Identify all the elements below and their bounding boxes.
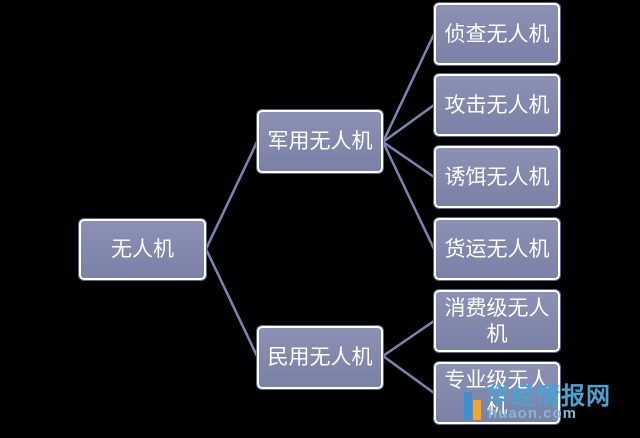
node-attack-drone: 攻击无人机 — [434, 74, 560, 136]
connector-root-civil — [204, 248, 259, 357]
node-root: 无人机 — [79, 219, 206, 280]
watermark: 华经情报网 huaon.com — [462, 372, 640, 438]
node-cargo-drone: 货运无人机 — [434, 218, 560, 280]
node-root-label: 无人机 — [111, 237, 174, 262]
connector-military-decoy — [382, 140, 435, 179]
node-recon-drone: 侦查无人机 — [434, 3, 560, 65]
node-recon-drone-label: 侦查无人机 — [444, 21, 550, 46]
connector-civil-consumer — [382, 319, 435, 358]
node-cargo-drone-label: 货运无人机 — [444, 236, 550, 261]
watermark-logo-icon — [464, 392, 481, 420]
node-civil: 民用无人机 — [257, 326, 383, 389]
node-decoy-drone: 诱饵无人机 — [434, 146, 560, 208]
node-military: 军用无人机 — [257, 110, 383, 173]
watermark-brand: 华经情报网 — [486, 383, 611, 410]
node-attack-drone-label: 攻击无人机 — [444, 92, 550, 117]
watermark-url: huaon.com — [488, 405, 578, 422]
connector-military-attack — [382, 103, 435, 144]
node-professional-drone-label: 专业级无人机 — [444, 367, 550, 418]
node-consumer-drone-label: 消费级无人机 — [444, 295, 550, 346]
node-military-label: 军用无人机 — [267, 129, 373, 154]
connector-root-military — [204, 141, 259, 250]
node-decoy-drone-label: 诱饵无人机 — [444, 164, 550, 189]
node-consumer-drone: 消费级无人机 — [434, 290, 560, 352]
connector-military-cargo — [381, 141, 436, 250]
connector-civil-professional — [382, 354, 435, 395]
node-professional-drone: 专业级无人机 — [434, 362, 560, 424]
node-civil-label: 民用无人机 — [267, 345, 373, 370]
connector-military-recon — [381, 33, 436, 143]
